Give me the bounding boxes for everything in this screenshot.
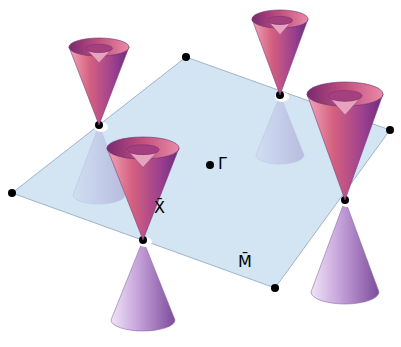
cone-neck (340, 197, 354, 207)
inner-rim (267, 16, 292, 24)
high-symmetry-point (182, 53, 190, 61)
brillouin-zone-plane (12, 57, 390, 288)
point-label: X̄ (154, 198, 165, 217)
cone-neck (138, 237, 152, 247)
inner-rim (328, 90, 362, 101)
high-symmetry-point (206, 161, 214, 169)
inner-rim (127, 145, 159, 155)
high-symmetry-point (271, 284, 279, 292)
inner-rim (86, 44, 113, 52)
upper-dirac-cone (69, 38, 129, 125)
high-symmetry-point (8, 189, 16, 197)
cone-neck (94, 122, 108, 132)
upper-dirac-cone (107, 137, 179, 240)
point-label: Γ̄ (218, 154, 227, 173)
cone-neck (275, 92, 289, 102)
cone-body (107, 148, 179, 240)
cone-body (69, 47, 129, 125)
lower-dirac-cone (111, 240, 175, 331)
upper-dirac-cone (252, 10, 308, 95)
cone-body (252, 19, 308, 95)
cone-body (307, 94, 383, 200)
upper-dirac-cone (307, 82, 383, 200)
high-symmetry-point (386, 126, 394, 134)
point-label: M̄ (238, 252, 252, 271)
